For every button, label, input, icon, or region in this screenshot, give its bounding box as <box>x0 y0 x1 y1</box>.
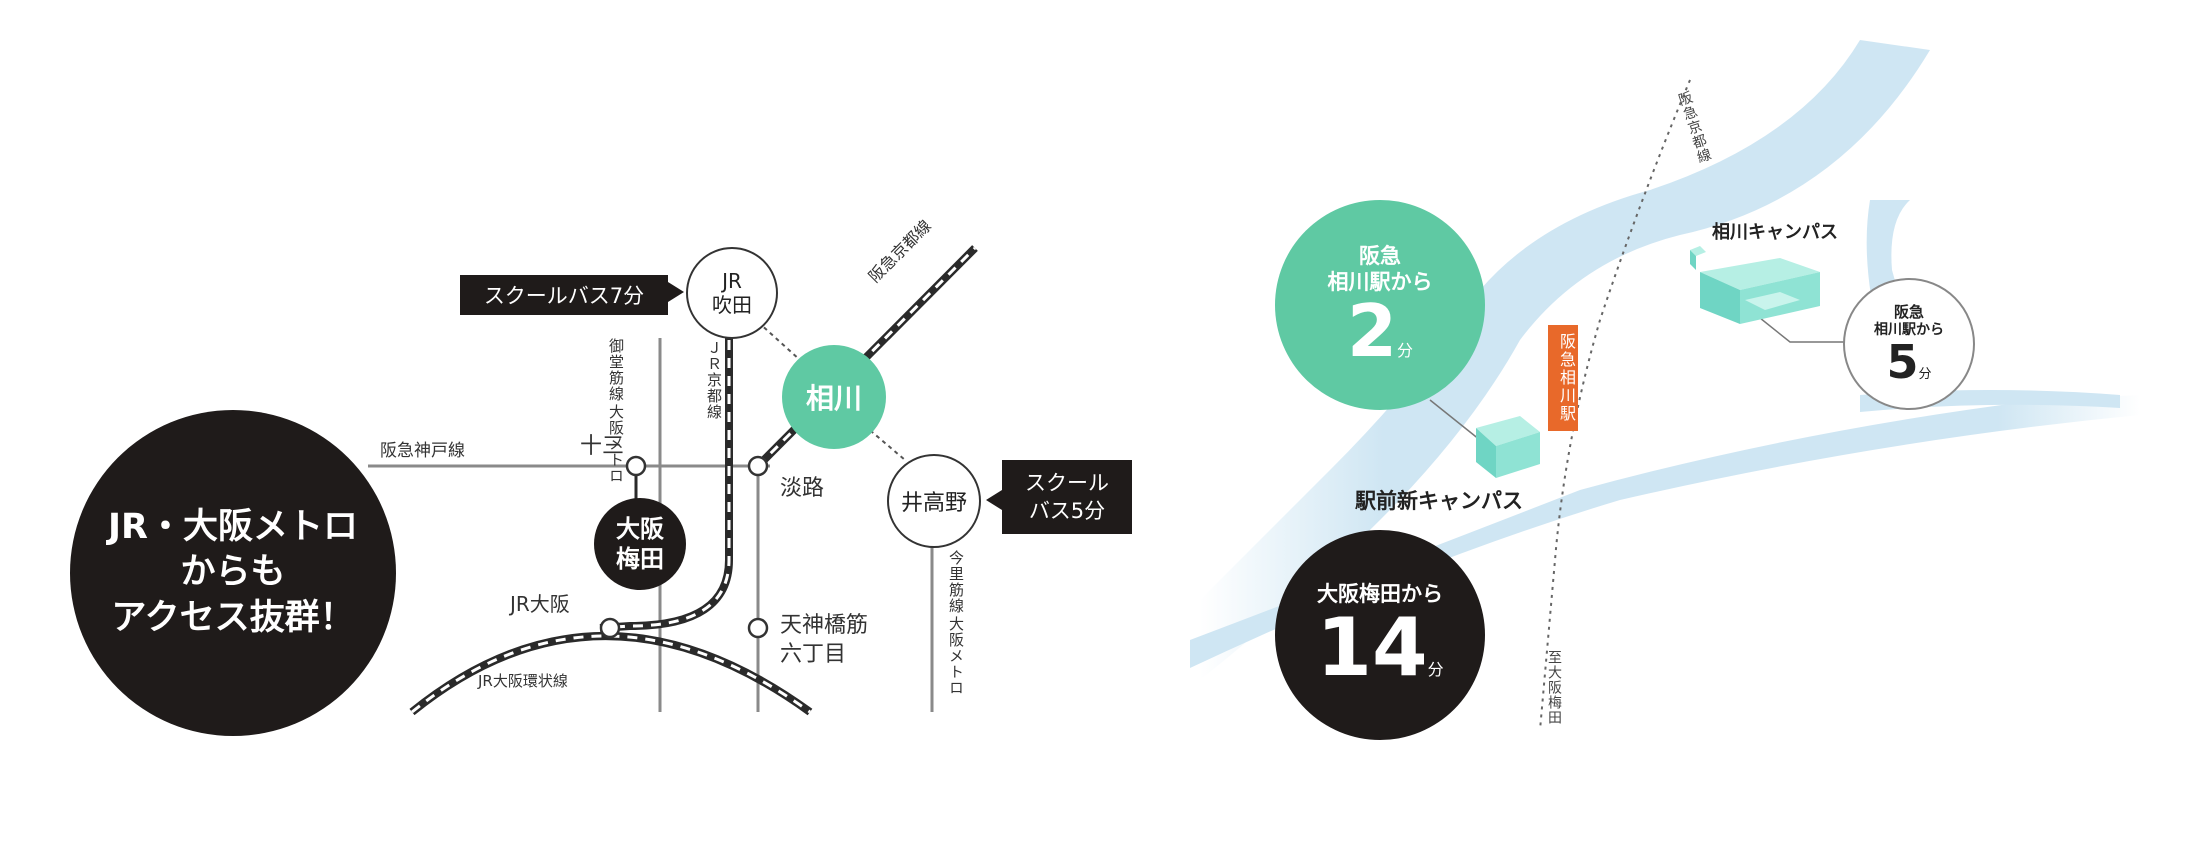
badge-unit: 分 <box>1397 341 1414 361</box>
to-umeda-label: 至大阪梅田 <box>1546 650 1562 725</box>
badge-number: 2 <box>1346 289 1398 374</box>
bus-tag-igano: スクール バス5分 <box>1002 460 1132 534</box>
badge-aikawa-2min: 阪急 相川駅から 2分 <box>1275 200 1485 410</box>
badge-line: 阪急 <box>1893 302 1924 321</box>
badge-line: 相川駅から <box>1327 270 1433 294</box>
hankyu-kobe-line-label: 阪急神戸線 <box>380 441 465 461</box>
station-label: 吹田 <box>712 293 752 317</box>
imazatosuji-line-label: 大阪メトロ 今里筋線 <box>946 550 967 696</box>
hankyu-railway <box>1539 79 1691 731</box>
main-river <box>1200 40 1930 680</box>
bus-tag-suita: スクールバス7分 <box>460 275 668 315</box>
ekimae-campus-label: 駅前新キャンパス <box>1355 489 1523 513</box>
awaji-dot <box>747 455 769 477</box>
badge-unit: 分 <box>1427 659 1444 679</box>
station-label: JR <box>722 269 742 293</box>
station-jr-suita: JR 吹田 <box>686 247 778 339</box>
jr-osaka-dot <box>599 617 621 639</box>
bus-tag-label: バス5分 <box>1028 499 1106 523</box>
badge-line: 大阪梅田から <box>1317 582 1443 607</box>
station-label: 相川 <box>805 382 862 415</box>
badge-number: 5 <box>1886 335 1919 390</box>
badge-time: 14分 <box>1316 607 1444 688</box>
tenjimbashi-dot <box>747 617 769 639</box>
aikawa-campus-label: 相川キャンパス <box>1712 222 1838 243</box>
jr-loop-line-label: JR大阪環状線 <box>478 672 568 690</box>
headline-line-1: JR・大阪メトロ <box>108 506 358 547</box>
station-jr-osaka-label: JR大阪 <box>510 592 570 616</box>
badge-time: 2分 <box>1347 295 1413 367</box>
station-aikawa: 相川 <box>782 345 886 449</box>
badge-line: 阪急 <box>1359 243 1401 268</box>
headline-line-3: アクセス抜群！ <box>111 597 355 638</box>
bus-tag-label: スクールバス7分 <box>483 284 645 308</box>
line-label-part: 大阪メトロ <box>947 616 965 696</box>
dotted-link-suita <box>757 321 801 361</box>
station-label: 六丁目 <box>780 641 847 667</box>
lower-river <box>1190 395 2140 668</box>
station-label: 梅田 <box>616 545 664 573</box>
line-label-part: 今里筋線 <box>947 550 965 614</box>
badge-time: 5分 <box>1886 339 1931 385</box>
station-label: 天神橋筋 <box>780 613 869 638</box>
badge-unit: 分 <box>1918 367 1932 383</box>
station-osaka-umeda: 大阪 梅田 <box>594 498 686 590</box>
badge-umeda-14min: 大阪梅田から 14分 <box>1275 530 1485 740</box>
headline-line-2: からも <box>180 552 286 593</box>
midosuji-line-label: 大阪メトロ 御堂筋線 <box>606 338 627 484</box>
station-label: 大阪 <box>616 515 664 543</box>
ekimae-campus-building <box>1476 416 1540 478</box>
hankyu-aikawa-station-tag: 阪急相川駅 <box>1548 325 1578 431</box>
bus-tag-label: スクール <box>1025 470 1109 495</box>
badge-number: 14 <box>1316 600 1428 694</box>
station-tenjimbashi-label: 天神橋筋 六丁目 <box>780 612 868 669</box>
badge-campus-5min: 阪急 相川駅から 5分 <box>1843 278 1975 410</box>
aikawa-campus-buildings <box>1690 246 1820 324</box>
station-igano: 井高野 <box>887 454 981 548</box>
line-label-part: 大阪メトロ <box>607 404 625 484</box>
station-juso-label: 十三 <box>580 434 625 459</box>
access-headline-badge: JR・大阪メトロ からも アクセス抜群！ <box>70 410 396 736</box>
juso-dot <box>625 455 647 477</box>
station-awaji-label: 淡路 <box>780 476 825 501</box>
line-label-part: 御堂筋線 <box>607 338 625 402</box>
station-label: 井高野 <box>900 491 967 516</box>
badge-line: 相川駅から <box>1874 321 1944 338</box>
jr-kyoto-line-label: ＪＲ京都線 <box>705 340 723 420</box>
